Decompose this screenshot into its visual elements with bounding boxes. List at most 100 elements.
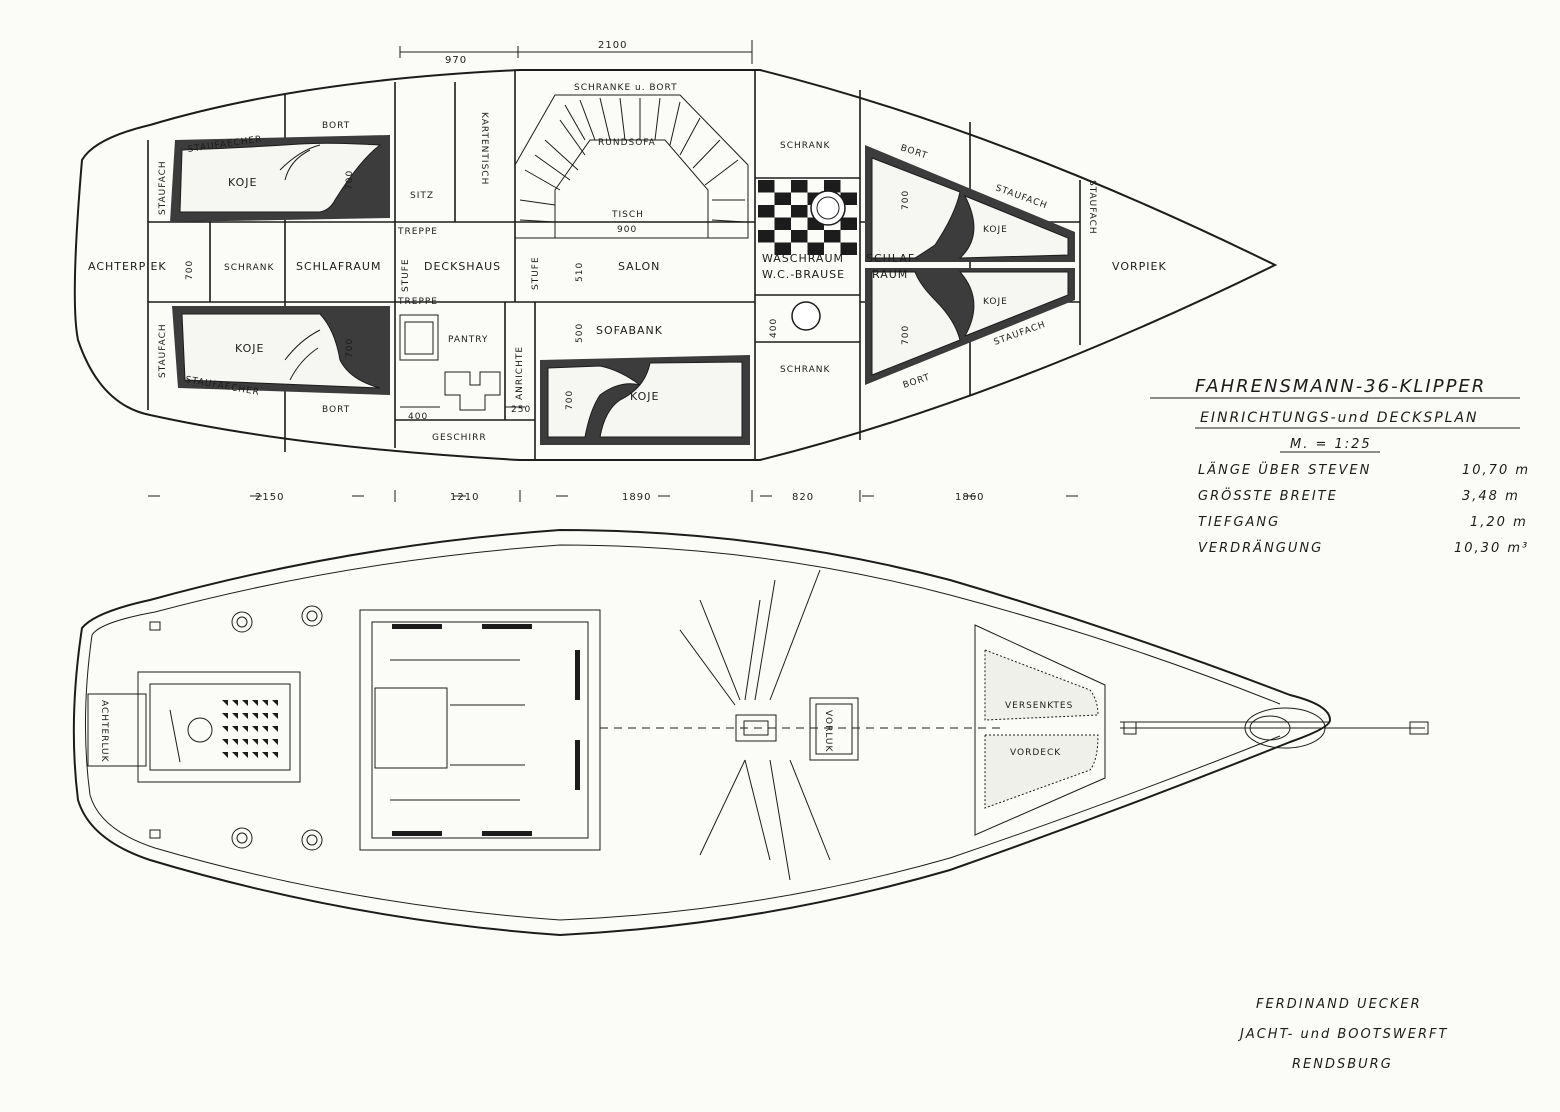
label-staufach-bow: STAUFACH [1087,180,1097,235]
spec-value-displacement: 10,30 m³ [1454,541,1529,556]
forward-bunk-lower [865,268,1075,385]
yard-name: FERDINAND UECKER [1256,997,1422,1012]
grate-mark [252,726,258,732]
label-stufe-1: STUFE [401,258,411,292]
checker-tile [791,180,808,193]
bottom-dimension-line: 2150 1210 1890 820 1860 [148,490,1080,503]
label-sitz: SITZ [410,191,434,201]
dim-400-pantry: 400 [408,412,428,422]
grate-mark [232,752,238,758]
label-bort-1: BORT [322,121,350,131]
grate-mark [242,700,248,706]
grate-mark [272,700,278,706]
label-schlafraum: SCHLAFRAUM [296,260,381,273]
bulkheads [147,70,1081,460]
winches [149,605,323,851]
checker-tile [840,242,857,255]
dim-900: 900 [617,225,637,235]
checker-tile [807,242,824,255]
dim-700-fwd-1: 700 [901,190,911,210]
shipyard-block: FERDINAND UECKER JACHT- und BOOTSWERFT R… [1237,997,1446,1072]
label-schlaf: SCHLAF- [866,252,920,265]
checker-tile [840,180,857,193]
checker-tile [758,217,775,230]
spec-value-beam: 3,48 m [1462,489,1520,504]
label-versenktes: VERSENKTES [1005,701,1073,711]
label-treppe-2: TREPPE [397,297,438,307]
dim-820: 820 [792,492,814,503]
label-bort-2: BORT [322,405,350,415]
deckhouse-roof [359,609,601,851]
checker-tile [758,230,775,243]
spec-value-draft: 1,20 m [1470,515,1528,530]
dim-1890: 1890 [622,492,651,503]
label-kartentisch: KARTENTISCH [479,112,489,185]
drawing-title: FAHRENSMANN-36-KLIPPER [1195,376,1486,397]
grate-mark [222,752,228,758]
checker-tile [774,192,791,205]
checker-tile [774,217,791,230]
checker-tile [758,242,775,255]
interior-plan: 970 2100 [73,40,1278,503]
label-vordeck: VORDECK [1010,748,1061,758]
grate-mark [232,700,238,706]
label-koje-fwd-1: KOJE [983,225,1008,235]
cockpit-grating [222,700,278,758]
grate-mark [232,713,238,719]
pantry-fixtures [399,314,525,411]
label-achterpiek: ACHTERPIEK [88,260,167,273]
grate-mark [272,726,278,732]
grate-mark [262,739,268,745]
grate-mark [272,739,278,745]
washbasin-inner [816,196,840,220]
label-treppe-1: TREPPE [397,227,438,237]
checker-tile [774,180,791,193]
dim-2100: 2100 [598,40,627,51]
checker-tile [791,192,808,205]
dim-1860: 1860 [955,492,984,503]
checker-tile [840,217,857,230]
dim-500: 500 [575,323,585,343]
label-koje-salon: KOJE [630,390,659,403]
grate-mark [252,752,258,758]
spec-label-draft: TIEFGANG [1198,515,1280,530]
title-block: FAHRENSMANN-36-KLIPPER EINRICHTUNGS-und … [1150,376,1529,556]
deck-inner-line [84,544,1281,921]
grate-mark [222,739,228,745]
checker-tile [774,242,791,255]
top-dimension-line: 970 2100 [399,40,753,66]
label-sofabank: SOFABANK [596,324,663,337]
checker-tile [840,230,857,243]
bowsprit [1120,707,1429,749]
toilet-circle [791,301,821,331]
dim-700-c: 700 [345,338,355,358]
dim-700-a: 700 [185,260,195,280]
dim-1210: 1210 [450,492,479,503]
washroom-floor [758,180,857,255]
mast-step [600,569,1000,881]
aft-bunk-upper [170,135,390,222]
grate-mark [262,713,268,719]
label-tisch: TISCH [611,210,644,220]
label-schrank-aft: SCHRANK [224,263,275,273]
label-staufach-aft-2: STAUFACH [158,323,168,378]
label-koje-1: KOJE [228,176,257,189]
label-raum: RAUM [872,268,908,281]
label-schranke-bort: SCHRANKE u. BORT [574,83,678,93]
grate-mark [252,700,258,706]
washbasin-circle [810,190,846,226]
deck-plan: VERSENKTES VORDECK [72,528,1429,937]
checker-tile [807,180,824,193]
checker-tile [791,217,808,230]
dim-970: 970 [445,55,467,66]
dim-700-fwd-2: 700 [901,325,911,345]
round-sofa [514,94,749,239]
checker-tile [758,180,775,193]
label-bort-fwd-2: BORT [902,373,932,391]
dim-510: 510 [575,262,585,282]
grate-mark [252,713,258,719]
checker-tile [824,180,841,193]
grate-mark [232,739,238,745]
cockpit [137,671,301,783]
checker-tile [758,205,775,218]
